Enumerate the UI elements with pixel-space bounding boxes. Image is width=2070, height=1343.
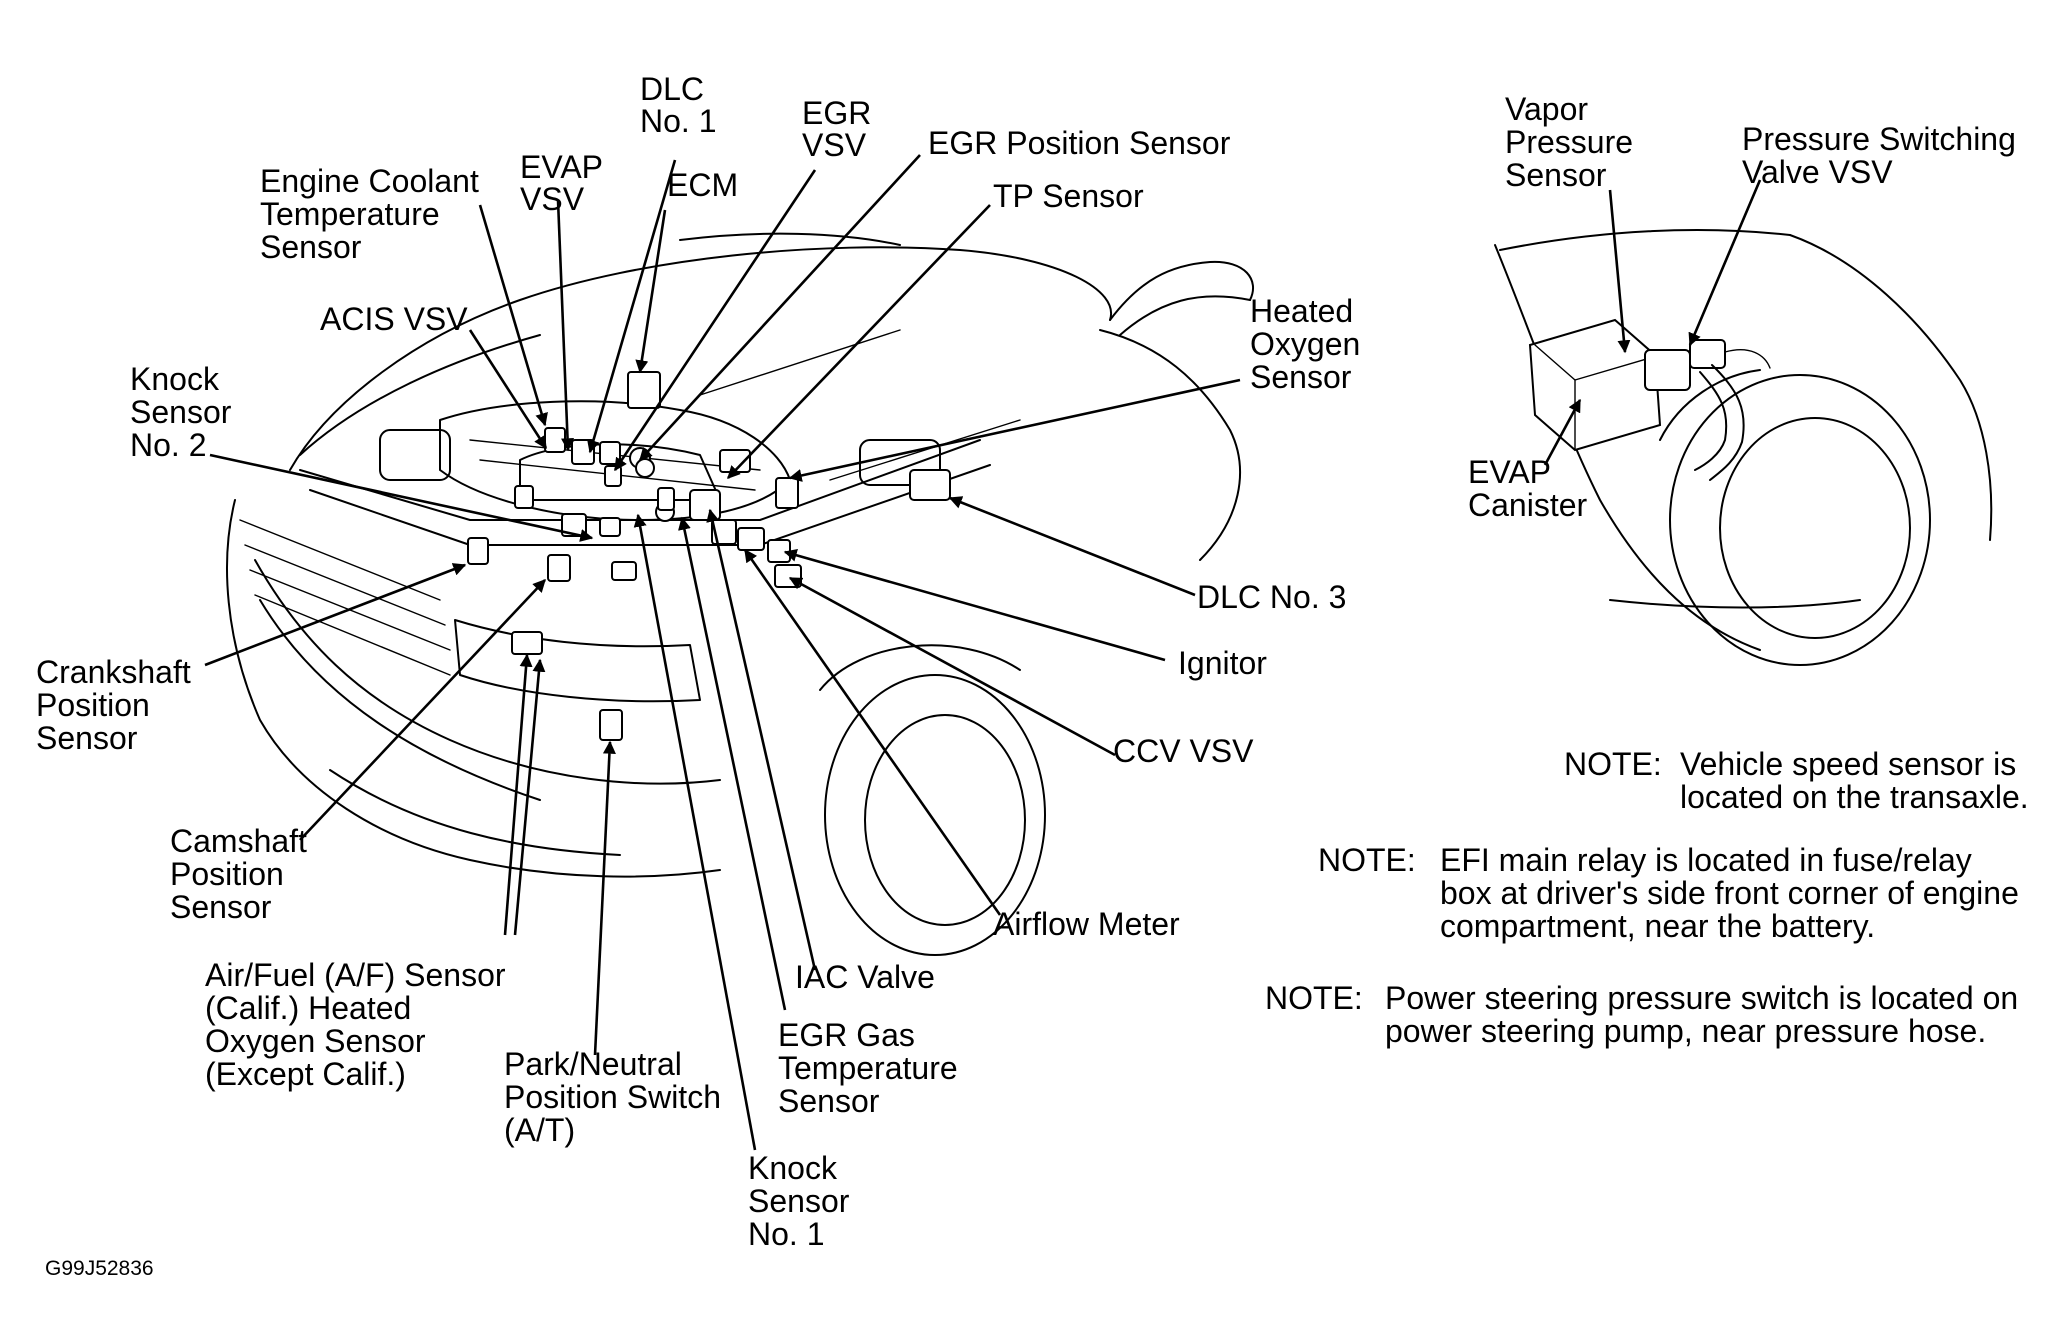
label-af-sensor-heated-oxygen-sensor: Air/Fuel (A/F) Sensor (Calif.) Heated Ox… <box>205 957 514 1092</box>
label-knock-sensor-no1: Knock Sensor No. 1 <box>748 1150 858 1252</box>
note-3-prefix: NOTE: <box>1265 980 1363 1016</box>
note-1-prefix: NOTE: <box>1564 746 1662 782</box>
label-tp-sensor: TP Sensor <box>993 178 1144 214</box>
label-egr-position-sensor: EGR Position Sensor <box>928 125 1231 161</box>
label-vapor-pressure-sensor: Vapor Pressure Sensor <box>1505 91 1642 193</box>
label-pressure-switching-valve-vsv: Pressure Switching Valve VSV <box>1742 121 2025 190</box>
notes: NOTE: Vehicle speed sensor is located on… <box>1265 746 2029 1049</box>
label-engine-coolant-temperature-sensor: Engine Coolant Temperature Sensor <box>260 163 488 265</box>
label-ignitor: Ignitor <box>1178 645 1267 681</box>
label-dlc-no1: DLC No. 1 <box>640 71 716 139</box>
label-dlc-no3: DLC No. 3 <box>1197 579 1346 615</box>
label-crankshaft-position-sensor: Crankshaft Position Sensor <box>36 654 200 756</box>
label-airflow-meter: Airflow Meter <box>993 906 1180 942</box>
vehicle-engine-bay-illustration <box>226 232 1255 956</box>
leader-lines <box>204 154 1762 1151</box>
label-park-neutral-position-switch: Park/Neutral Position Switch (A/T) <box>504 1046 730 1148</box>
label-heated-oxygen-sensor: Heated Oxygen Sensor <box>1250 293 1369 395</box>
note-3-text: Power steering pressure switch is locate… <box>1385 980 2027 1049</box>
evap-canister-inset-illustration <box>1494 229 1993 666</box>
label-ccv-vsv: CCV VSV <box>1113 733 1254 769</box>
label-ecm: ECM <box>667 167 738 203</box>
note-2-text: EFI main relay is located in fuse/relay … <box>1440 842 2028 944</box>
label-camshaft-position-sensor: Camshaft Position Sensor <box>170 823 316 925</box>
label-evap-canister: EVAP Canister <box>1468 454 1588 523</box>
label-knock-sensor-no2: Knock Sensor No. 2 <box>130 361 240 463</box>
figure-id: G99J52836 <box>45 1257 154 1280</box>
label-egr-vsv: EGR VSV <box>802 95 880 163</box>
component-labels: DLC No. 1 EGR VSV EGR Position Sensor TP… <box>36 71 2025 1252</box>
label-egr-gas-temperature-sensor: EGR Gas Temperature Sensor <box>778 1017 967 1119</box>
label-iac-valve: IAC Valve <box>795 959 935 995</box>
label-evap-vsv: EVAP VSV <box>520 149 611 217</box>
note-1-text: Vehicle speed sensor is located on the t… <box>1680 746 2029 815</box>
note-2-prefix: NOTE: <box>1318 842 1416 878</box>
label-acis-vsv: ACIS VSV <box>320 301 468 337</box>
